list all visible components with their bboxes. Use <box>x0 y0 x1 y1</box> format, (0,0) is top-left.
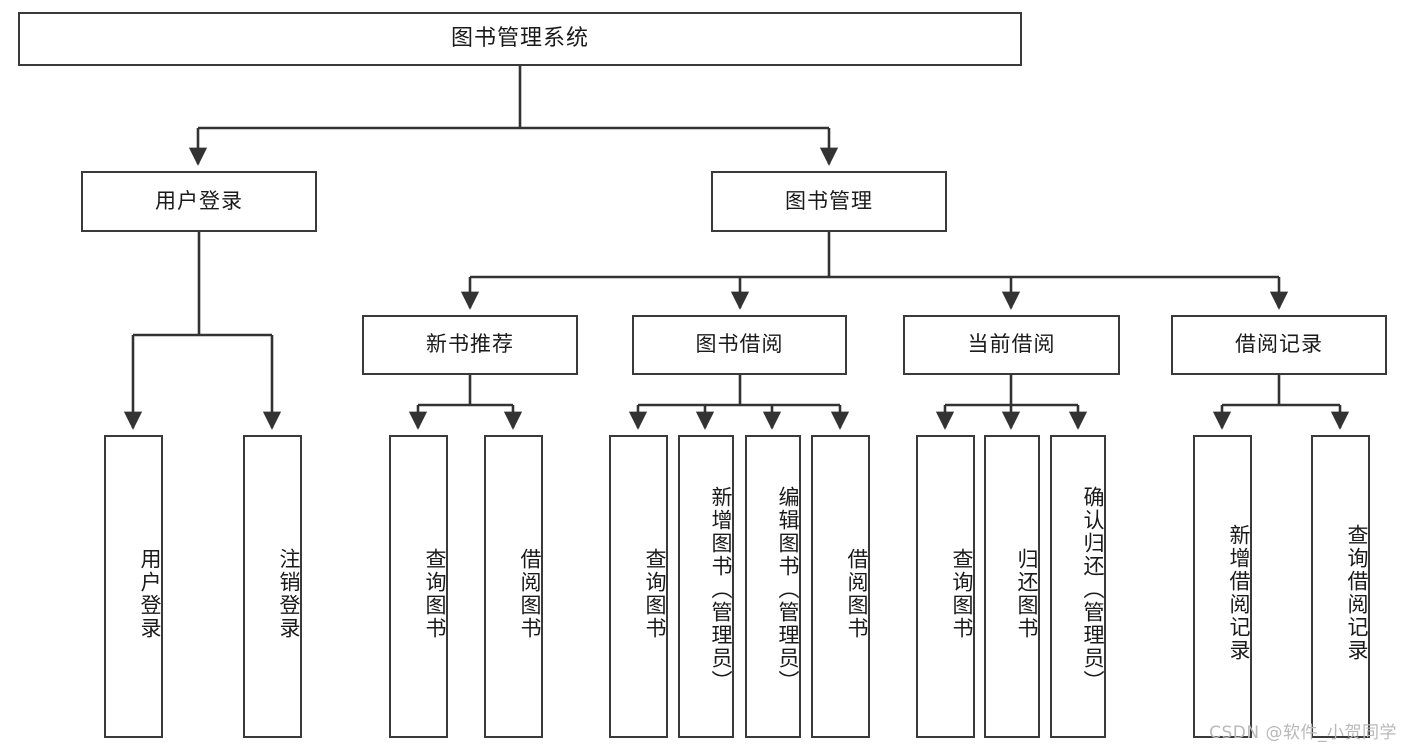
leaf-label: 归还图书 <box>1015 547 1039 640</box>
node-new-book-recommend[interactable]: 新书推荐 <box>362 315 578 375</box>
leaf-label: 新增借阅记录 <box>1227 523 1251 662</box>
leaf-query-book-current[interactable]: 查询图书 <box>916 435 975 738</box>
leaf-label: 注销登录 <box>277 547 301 640</box>
leaf-label: 借阅图书 <box>845 547 869 640</box>
leaf-label: 查询图书 <box>643 547 667 640</box>
leaf-query-book-recommend[interactable]: 查询图书 <box>389 435 448 738</box>
leaf-label: 查询图书 <box>423 547 447 640</box>
node-book-borrow[interactable]: 图书借阅 <box>632 315 847 375</box>
leaf-label: 查询借阅记录 <box>1345 523 1369 662</box>
leaf-user-login[interactable]: 用户登录 <box>104 435 163 738</box>
leaf-label: 新增图书（管理员） <box>709 486 733 693</box>
node-user-login[interactable]: 用户登录 <box>81 171 317 232</box>
leaf-edit-book[interactable]: 编辑图书（管理员） <box>745 435 801 738</box>
csdn-watermark: CSDN @软件_小贺同学 <box>1209 723 1397 743</box>
leaf-add-book[interactable]: 新增图书（管理员） <box>678 435 734 738</box>
node-borrow-record[interactable]: 借阅记录 <box>1171 315 1387 375</box>
leaf-query-borrow-record[interactable]: 查询借阅记录 <box>1311 435 1370 738</box>
leaf-return-book[interactable]: 归还图书 <box>984 435 1040 738</box>
node-current-borrow[interactable]: 当前借阅 <box>903 315 1120 375</box>
node-root-book-management-system[interactable]: 图书管理系统 <box>18 12 1022 66</box>
leaf-label: 编辑图书（管理员） <box>776 486 800 693</box>
leaf-borrow-book[interactable]: 借阅图书 <box>811 435 870 738</box>
leaf-add-borrow-record[interactable]: 新增借阅记录 <box>1193 435 1252 738</box>
leaf-label: 借阅图书 <box>518 547 542 640</box>
leaf-label: 确认归还（管理员） <box>1081 486 1105 693</box>
leaf-confirm-return[interactable]: 确认归还（管理员） <box>1050 435 1106 738</box>
leaf-label: 用户登录 <box>138 547 162 640</box>
node-book-management[interactable]: 图书管理 <box>711 171 947 232</box>
leaf-borrow-book-recommend[interactable]: 借阅图书 <box>484 435 543 738</box>
leaf-label: 查询图书 <box>950 547 974 640</box>
leaf-user-logout[interactable]: 注销登录 <box>243 435 302 738</box>
leaf-query-book-borrow[interactable]: 查询图书 <box>609 435 668 738</box>
